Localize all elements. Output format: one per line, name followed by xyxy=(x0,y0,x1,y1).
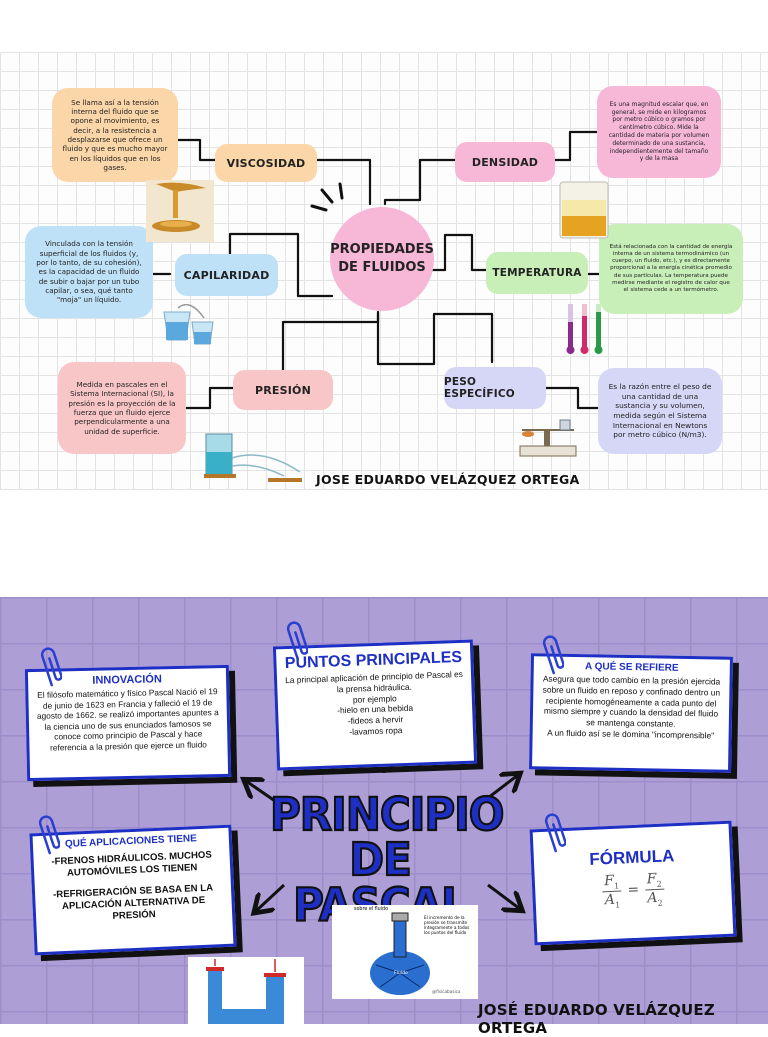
connector-peso-note xyxy=(544,386,600,410)
capillary-cups-image xyxy=(163,303,214,345)
connector-viscosidad xyxy=(313,158,372,206)
refiere-text: Asegura que todo cambio en la presión ej… xyxy=(542,673,721,729)
pascal-principle-mindmap: INNOVACIÓN El filósofo matemático y físi… xyxy=(0,597,768,1037)
presion-label: PRESIÓN xyxy=(254,383,312,397)
temperatura-label: TEMPERATURA xyxy=(492,267,582,279)
author-name-top: JOSE EDUARDO VELÁZQUEZ ORTEGA xyxy=(316,472,580,487)
fraction-1: F1 A1 xyxy=(601,872,622,910)
viscosidad-note: Se llama así a la tensión interna del fl… xyxy=(52,88,178,182)
presion-pill: PRESIÓN xyxy=(233,370,333,410)
honey-pouring-image xyxy=(146,180,214,242)
paperclip-icon xyxy=(38,815,60,855)
center-topic-label: PROPIEDADES DE FLUIDOS xyxy=(330,242,434,275)
capilaridad-label: CAPILARIDAD xyxy=(183,268,270,282)
arrow-formula xyxy=(487,883,520,909)
pascal-sphere-diagram: sobre el fluido El incremento de la pres… xyxy=(332,905,478,999)
connector-presion-note xyxy=(183,386,235,410)
connector-lines xyxy=(151,130,602,410)
formula-f1: F xyxy=(603,872,615,890)
puntos-body: La principal aplicación de principio de … xyxy=(277,667,473,742)
density-glass-image xyxy=(559,181,609,239)
diagram-label-1: sobre el fluido xyxy=(354,907,389,912)
paperclip-icon xyxy=(544,813,566,853)
sphere-diagram-art xyxy=(370,912,430,995)
refiere-text-2: A un fluido así se le domina "incomprens… xyxy=(547,727,715,741)
author-name-bottom: JOSÉ EDUARDO VELÁZQUEZ ORTEGA xyxy=(478,1001,715,1037)
peso-especifico-label: PESO ESPECÍFICO xyxy=(444,376,515,400)
aplicaciones-card: QUÉ APLICACIONES TIENE -FRENOS HIDRÁULIC… xyxy=(29,824,237,956)
refiere-body: Asegura que todo cambio en la presión ej… xyxy=(533,671,730,743)
aplicaciones-item-2: -REFRIGERACIÓN SE BASA EN LA APLICACIÓN … xyxy=(52,882,214,922)
formula-expression: F1 A1 = F2 A2 xyxy=(535,868,732,913)
formula-f1-sub: 1 xyxy=(613,881,620,891)
connector-viscosidad-note xyxy=(176,138,217,162)
presion-text: Medida en pascales en el Sistema Interna… xyxy=(68,379,176,436)
equals-sign: = xyxy=(627,882,640,899)
diagram-label-2: El incremento de la presión se transmite… xyxy=(424,915,470,936)
connector-peso xyxy=(376,312,494,366)
sparkle-icon xyxy=(310,182,344,212)
formula-f2-sub: 2 xyxy=(656,879,662,889)
arrow-refiere xyxy=(483,775,518,803)
densidad-label: DENSIDAD xyxy=(471,155,539,169)
pressure-jets-image xyxy=(204,433,302,482)
arrow-aplicaciones xyxy=(256,883,286,911)
connector-capilaridad xyxy=(228,232,334,298)
paperclip-icon xyxy=(40,647,62,687)
viscosidad-label: VISCOSIDAD xyxy=(226,156,306,170)
densidad-note: Es una magnitud escalar que, en general,… xyxy=(597,86,721,178)
formula-f2: F xyxy=(646,870,657,888)
densidad-text: Es una magnitud escalar que, en general,… xyxy=(608,100,710,163)
temperatura-pill: TEMPERATURA xyxy=(486,252,588,294)
u-tube-diagram xyxy=(188,957,304,1024)
u-tube-art xyxy=(206,959,286,1024)
peso-especifico-note: Es la razón entre el peso de una cantida… xyxy=(598,368,722,454)
arrow-innovacion xyxy=(246,781,279,805)
formula-a2: A xyxy=(646,889,658,907)
scale-image xyxy=(519,419,577,457)
temperatura-note: Está relacionada con la cantidad de ener… xyxy=(599,224,743,314)
diagram-credit: @fisicabasica xyxy=(432,989,461,994)
capilaridad-note: Vinculada con la tensión superficial de … xyxy=(25,226,153,318)
diagram-label-3: Fluido xyxy=(394,971,408,976)
peso-especifico-text: Es la razón entre el peso de una cantida… xyxy=(608,382,712,440)
temperatura-text: Está relacionada con la cantidad de ener… xyxy=(609,243,733,294)
connector-densidad-note xyxy=(553,130,600,162)
connector-densidad xyxy=(383,158,457,206)
capilaridad-pill: CAPILARIDAD xyxy=(175,254,278,296)
center-topic: PROPIEDADES DE FLUIDOS xyxy=(330,207,434,311)
densidad-pill: DENSIDAD xyxy=(455,142,555,182)
formula-a1: A xyxy=(604,891,616,909)
connector-presion xyxy=(281,310,380,372)
peso-especifico-pill: PESO ESPECÍFICO xyxy=(444,367,546,409)
viscosidad-pill: VISCOSIDAD xyxy=(215,144,317,182)
innovacion-text: El filósofo matemático y físico Pascal N… xyxy=(36,686,219,753)
viscosidad-text: Se llama así a la tensión interna del fl… xyxy=(62,97,168,173)
capilaridad-text: Vinculada con la tensión superficial de … xyxy=(36,239,142,305)
connector-temperatura xyxy=(428,233,488,272)
fluid-properties-mindmap: PROPIEDADES DE FLUIDOS VISCOSIDAD DENSID… xyxy=(0,52,768,490)
paperclip-icon xyxy=(286,621,308,661)
main-title: PRINCIPIO DE PASCAL xyxy=(269,787,505,928)
paperclip-icon xyxy=(542,635,564,675)
main-title-line-1: PRINCIPIO xyxy=(269,787,505,841)
formula-a1-sub: 1 xyxy=(614,900,621,910)
presion-note: Medida en pascales en el Sistema Interna… xyxy=(58,362,186,454)
formula-a2-sub: 2 xyxy=(657,898,663,908)
thermometers-image xyxy=(566,304,603,354)
fraction-2: F2 A2 xyxy=(644,870,664,908)
